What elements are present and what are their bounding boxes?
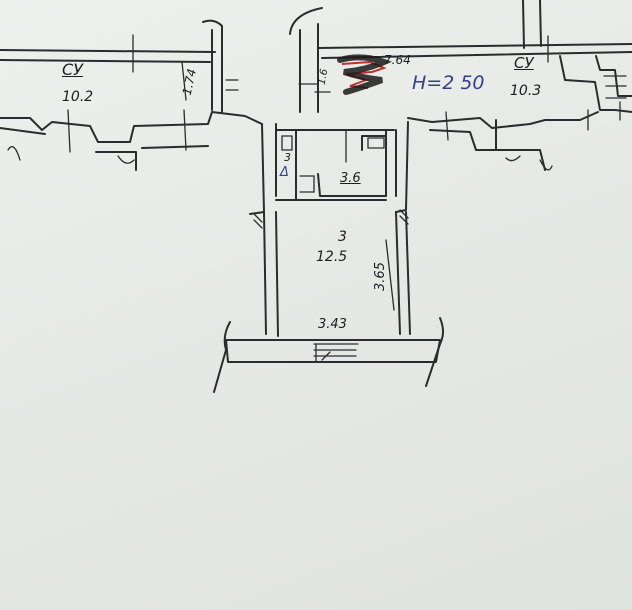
- small-room-partitions: [275, 129, 395, 201]
- ceiling-height: Н=2 50: [412, 72, 485, 94]
- room-small-area: 3.6: [340, 171, 361, 186]
- top-wall-outer: [0, 43, 632, 53]
- top-dimension: 7.64: [384, 53, 411, 67]
- wall-hatch: [253, 209, 409, 229]
- black-scribble: [337, 54, 393, 95]
- room-main-width: 3.43: [318, 317, 347, 332]
- corridor-lower-wall: [0, 111, 599, 143]
- room-main-number: 3: [338, 229, 347, 245]
- bath-symbol: Δ: [280, 165, 289, 180]
- main-room-right-wall: [395, 211, 411, 335]
- main-room-left-wall: [263, 211, 279, 337]
- top-wall-ticks: [132, 34, 549, 101]
- bath-mark: 3: [284, 151, 291, 164]
- right-shaft: [522, 0, 542, 49]
- mid-shaft: [289, 7, 323, 113]
- room-main-area: 12.5: [316, 249, 348, 265]
- right-stair-block: [559, 55, 632, 113]
- room-left-name: СУ: [62, 60, 83, 79]
- room-left-area: 10.2: [62, 89, 94, 105]
- room-main-depth: 3.65: [372, 262, 388, 291]
- corridor-lower-wall-2: [0, 119, 546, 171]
- left-shaft: [202, 19, 223, 113]
- room-right-area: 10.3: [510, 83, 542, 99]
- top-wall-inner: [0, 51, 632, 63]
- red-ink-mark: [341, 60, 387, 89]
- balcony-brackets: [213, 317, 444, 393]
- room-right-name: СУ: [514, 54, 534, 72]
- corridor-ticks: [67, 109, 589, 153]
- stair-steps: [313, 343, 359, 363]
- bath-fixtures: [281, 129, 385, 193]
- right-stair-lines: [603, 75, 627, 121]
- wall-break-marks: [7, 146, 553, 171]
- balcony-outline: [225, 339, 441, 363]
- main-room-dim-line: [385, 239, 395, 311]
